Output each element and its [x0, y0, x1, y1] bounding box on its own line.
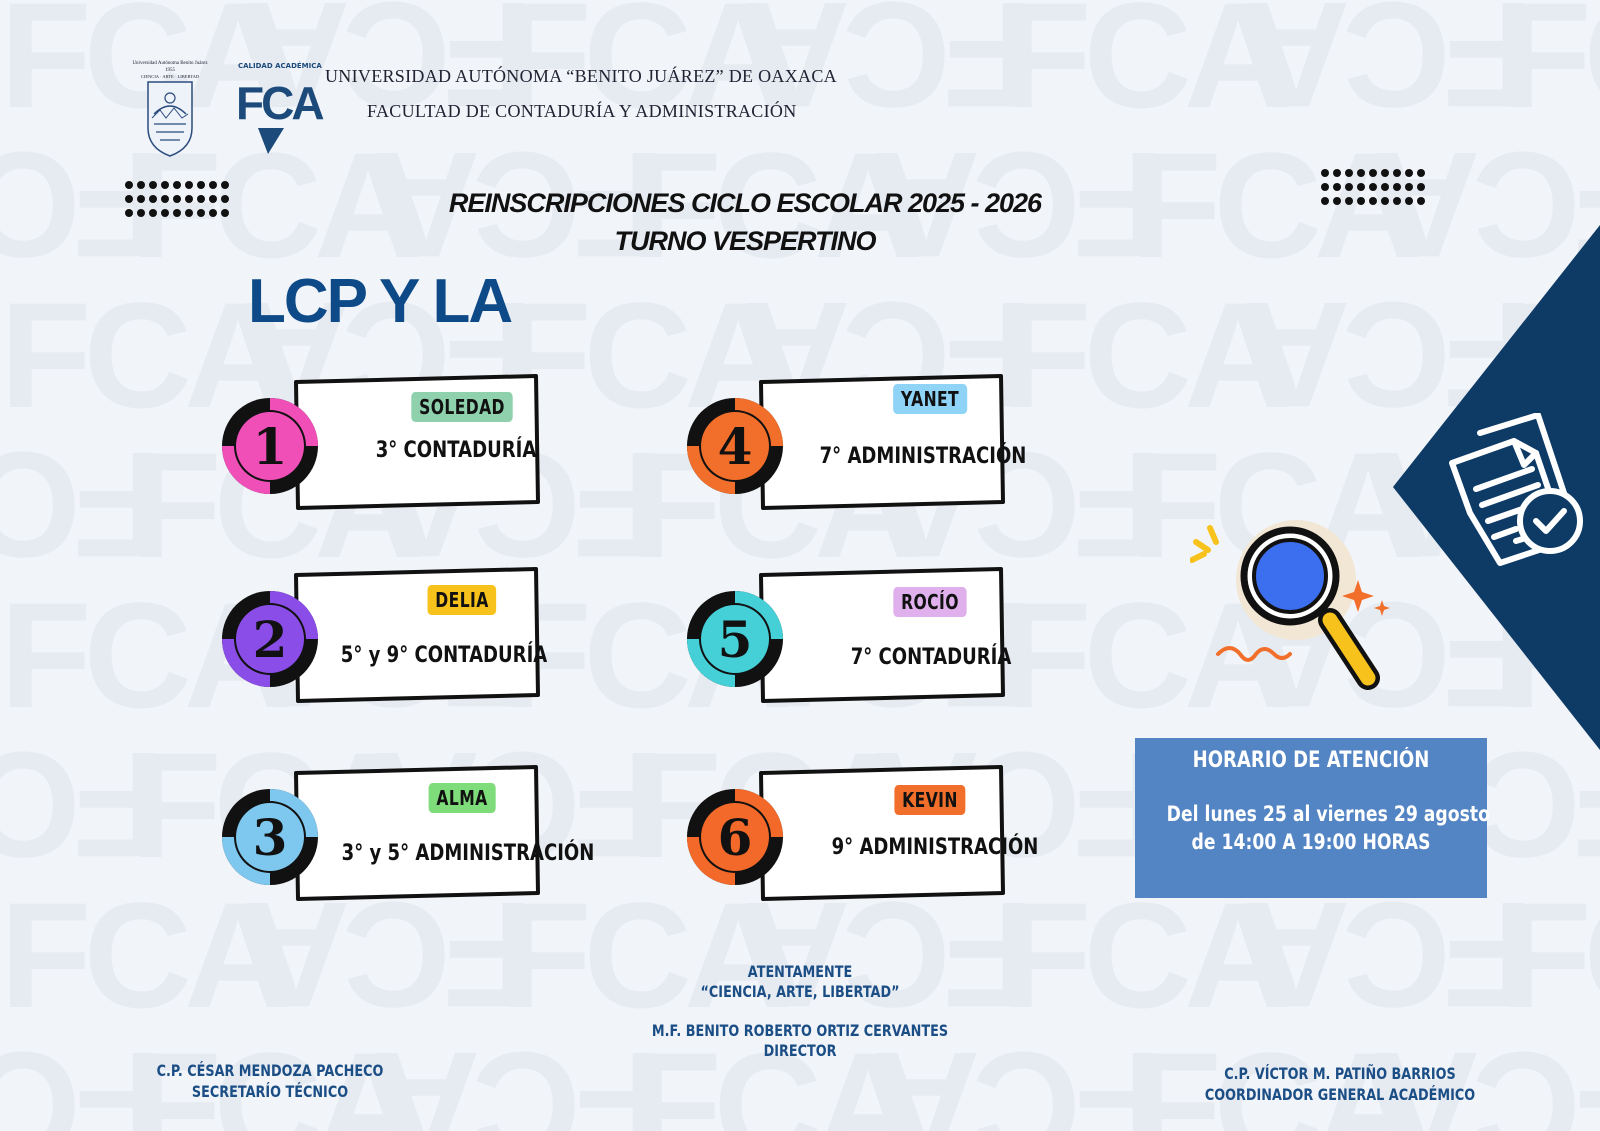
closing-text: ATENTAMENTE: [747, 962, 853, 981]
document-check-icon: [1440, 412, 1590, 583]
faculty-name: FACULTAD DE CONTADURÍA Y ADMINISTRACIÓN: [367, 101, 797, 121]
watermark-fca-text: FCA: [1000, 0, 1292, 139]
assignee-name-tag: ROCÍO: [893, 587, 967, 617]
assignee-name-tag: SOLEDAD: [411, 392, 513, 422]
watermark-fca-text: FCA: [1500, 0, 1600, 139]
card-number: 4: [718, 417, 753, 476]
watermark-fca-text: FCA: [130, 1021, 422, 1131]
dot-grid-left: [125, 181, 229, 217]
fca-logo: CALIDAD ACADÉMICA FCA: [236, 62, 325, 158]
card-number: 2: [253, 610, 288, 669]
magnifying-glass-icon: [1189, 520, 1420, 710]
card-number: 3: [253, 808, 288, 867]
watermark-fca-text: FCA: [380, 1021, 665, 1131]
watermark-fca-text: FCA: [0, 1021, 165, 1131]
watermark-fca-text: FCA: [1000, 871, 1292, 1039]
watermark-fca-text: FCA: [1500, 571, 1600, 739]
motto-text: “CIENCIA, ARTE, LIBERTAD”: [700, 982, 900, 1001]
card-number-badge: 6: [687, 789, 783, 885]
svg-text:CIENCIA · ARTE · LIBERTAD: CIENCIA · ARTE · LIBERTAD: [141, 74, 200, 79]
fca-logo-letters: FCA: [236, 77, 325, 129]
right-signer-name: C.P. VÍCTOR M. PATIÑO BARRIOS: [1224, 1064, 1456, 1083]
watermark-fca-text: FCA: [0, 421, 165, 589]
office-hours-dates: Del lunes 25 al viernes 29 agosto: [1166, 802, 1490, 826]
card-number: 1: [253, 417, 288, 476]
schedule-card: 6 KEVIN 9° ADMINISTRACIÓN: [683, 765, 1038, 905]
program-label: 3° y 5° ADMINISTRACIÓN: [341, 841, 595, 866]
office-hours-title: HORARIO DE ATENCIÓN: [1192, 748, 1430, 773]
svg-text:1955: 1955: [165, 68, 176, 73]
card-number-badge: 5: [687, 591, 783, 687]
university-seal-logo: Universidad Autónoma Benito Juárez 1955 …: [132, 58, 208, 160]
university-name: UNIVERSIDAD AUTÓNOMA “BENITO JUÁREZ” DE …: [325, 66, 837, 86]
card-number: 5: [718, 610, 753, 669]
schedule-card: 2 DELIA 5° y 9° CONTADURÍA: [218, 567, 548, 707]
assignee-name-tag: DELIA: [427, 585, 497, 615]
schedule-card: 4 YANET 7° ADMINISTRACIÓN: [683, 374, 1026, 514]
watermark-fca-text: FCA: [1250, 271, 1535, 439]
card-number-badge: 2: [222, 591, 318, 687]
office-hours-time: de 14:00 A 19:00 HORAS: [1191, 830, 1431, 854]
left-signer-name: C.P. CÉSAR MENDOZA PACHECO: [156, 1061, 384, 1080]
card-number-badge: 1: [222, 398, 318, 494]
card-number-badge: 3: [222, 789, 318, 885]
director-name: M.F. BENITO ROBERTO ORTIZ CERVANTES: [651, 1021, 949, 1040]
watermark-fca-text: FCA: [880, 1021, 1165, 1131]
schedule-card: 5 ROCÍO 7° CONTADURÍA: [683, 567, 1013, 707]
svg-text:Universidad Autónoma Benito Ju: Universidad Autónoma Benito Juárez: [132, 61, 208, 66]
office-hours-box: HORARIO DE ATENCIÓN Del lunes 25 al vier…: [1135, 738, 1490, 898]
assignee-name-tag: KEVIN: [894, 785, 966, 815]
schedule-card: 1 SOLEDAD 3° CONTADURÍA: [218, 374, 548, 514]
program-label: 7° ADMINISTRACIÓN: [819, 444, 1027, 469]
dot-grid-right: [1321, 169, 1425, 205]
program-heading: LCP Y LA: [248, 267, 513, 336]
assignee-name-tag: ALMA: [428, 783, 496, 813]
card-number-badge: 4: [687, 398, 783, 494]
program-label: 7° CONTADURÍA: [850, 645, 1012, 670]
card-number: 6: [718, 808, 753, 867]
page-subtitle-shift: TURNO VESPERTINO: [614, 226, 876, 256]
director-title: DIRECTOR: [763, 1041, 837, 1060]
fca-logo-top-text: CALIDAD ACADÉMICA: [238, 62, 322, 70]
page-title: REINSCRIPCIONES CICLO ESCOLAR 2025 - 202…: [448, 188, 1042, 218]
schedule-card: 3 ALMA 3° y 5° ADMINISTRACIÓN: [218, 765, 594, 905]
left-signer-title: SECRETARÍO TÉCNICO: [191, 1082, 349, 1101]
watermark-fca-text: FCA: [0, 721, 165, 889]
program-label: 3° CONTADURÍA: [375, 438, 537, 463]
assignee-name-tag: YANET: [893, 384, 967, 414]
watermark-fca-text: FCA: [1250, 871, 1535, 1039]
right-signer-title: COORDINADOR GENERAL ACADÉMICO: [1204, 1085, 1476, 1104]
watermark-fca-text: FCA: [1250, 0, 1535, 139]
sparkle-icon: [1342, 580, 1390, 616]
watermark-fca-text: FCA: [1000, 271, 1292, 439]
program-label: 9° ADMINISTRACIÓN: [831, 835, 1039, 860]
watermark-fca-text: FCA: [1500, 871, 1600, 1039]
program-label: 5° y 9° CONTADURÍA: [340, 643, 548, 668]
watermark-fca-text: FCA: [1500, 271, 1600, 439]
